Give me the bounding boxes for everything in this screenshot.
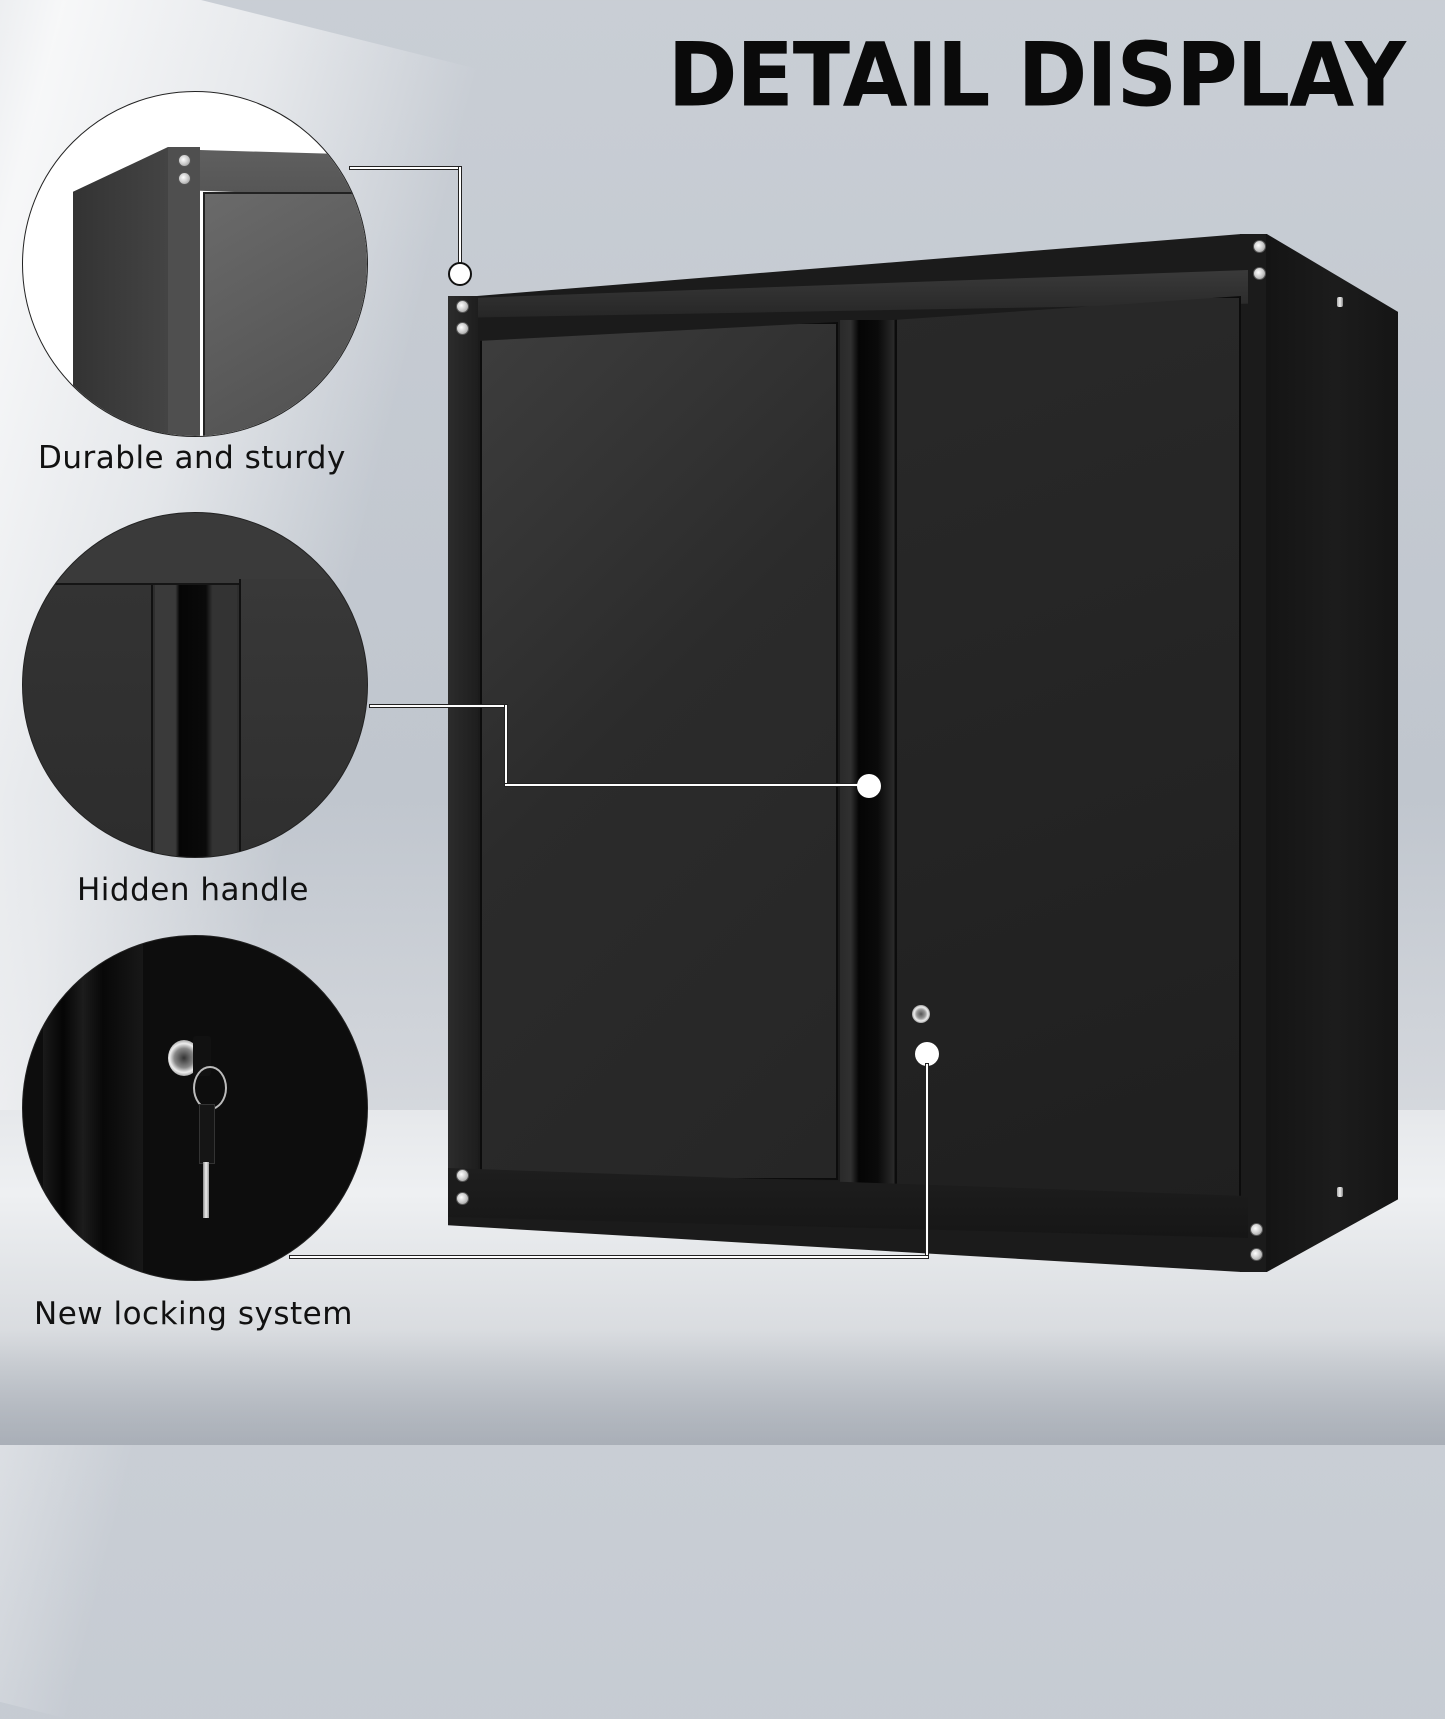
- key-blade: [203, 1162, 209, 1218]
- lock-cylinder-icon: [912, 1005, 930, 1023]
- hidden-handle-channel: [840, 320, 894, 1192]
- callout-dot-durable: [448, 262, 472, 286]
- bolt-icon: [178, 154, 191, 167]
- bolt-icon: [1253, 267, 1266, 280]
- callout-line: [370, 705, 506, 707]
- cabinet-right-door: [895, 296, 1241, 1216]
- callout-lock-detail: [22, 935, 368, 1281]
- cabinet-side-panel: [1240, 234, 1398, 1272]
- callout-durable-label: Durable and sturdy: [38, 440, 346, 476]
- callout-line: [459, 167, 461, 264]
- cabinet-left-stile: [448, 296, 478, 1216]
- corner-rail: [200, 150, 367, 198]
- callout-handle-detail: [22, 512, 368, 858]
- bolt-icon: [456, 300, 469, 313]
- corner-stile: [168, 147, 200, 436]
- side-pin-icon: [1337, 297, 1343, 307]
- callout-lock-label: New locking system: [34, 1296, 353, 1332]
- bolt-icon: [1253, 240, 1266, 253]
- bolt-icon: [456, 1169, 469, 1182]
- bolt-icon: [456, 322, 469, 335]
- handle-left-door: [23, 585, 153, 857]
- bolt-icon: [1250, 1223, 1263, 1236]
- lock-door-edge: [43, 936, 143, 1280]
- callout-line: [350, 167, 460, 169]
- bolt-icon: [1250, 1248, 1263, 1261]
- page-title: DETAIL DISPLAY: [667, 23, 1406, 127]
- callout-handle-label: Hidden handle: [77, 872, 310, 908]
- callout-line: [505, 784, 860, 786]
- handle-top-rail: [23, 513, 367, 585]
- callout-line: [290, 1256, 928, 1258]
- handle-right-door: [239, 579, 367, 857]
- bolt-icon: [178, 172, 191, 185]
- cabinet-corner-icon: [73, 147, 168, 436]
- key-grip: [199, 1104, 215, 1164]
- callout-dot-handle: [857, 774, 881, 798]
- floor-shadow: [0, 1330, 1445, 1445]
- bolt-icon: [456, 1192, 469, 1205]
- callout-line: [926, 1064, 928, 1257]
- callout-line: [505, 705, 507, 785]
- callout-dot-lock: [915, 1042, 939, 1066]
- callout-durable-detail: [22, 91, 368, 437]
- cabinet-left-door: [480, 322, 838, 1180]
- corner-door: [203, 192, 367, 436]
- hidden-handle-icon: [155, 585, 237, 857]
- side-pin-icon: [1337, 1187, 1343, 1197]
